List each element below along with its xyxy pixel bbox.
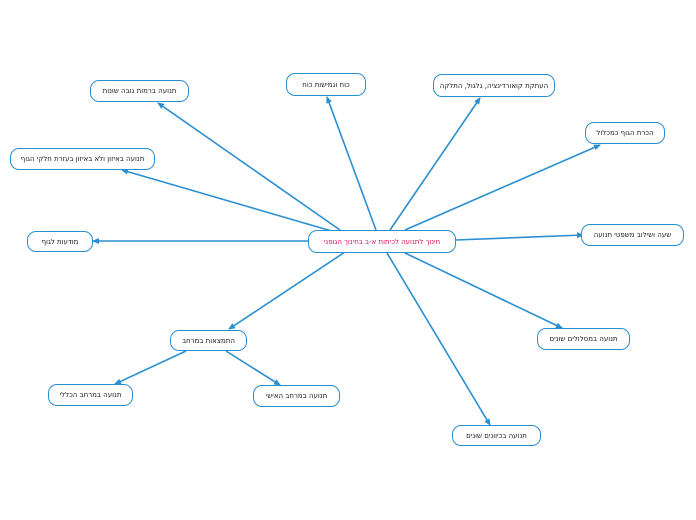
topic-directions[interactable]: תנועה בכיוונים שונים bbox=[452, 425, 541, 446]
topic-general-space[interactable]: תנועה במרחב הכללי bbox=[48, 384, 133, 406]
topic-body-awareness-2[interactable]: מודעות לגוף bbox=[27, 231, 93, 252]
topic-coordination[interactable]: העתקת קואורדינציה, גלגול, התלקה bbox=[433, 74, 555, 97]
connector-coordination bbox=[389, 97, 481, 231]
connector-directions bbox=[386, 252, 491, 426]
connector-general-space bbox=[114, 350, 187, 385]
connector-locomotion bbox=[121, 168, 336, 233]
topic-space[interactable]: התמצאות במרחב bbox=[170, 330, 247, 351]
topic-different-heights[interactable]: תנועה ברמות גובה שונות bbox=[90, 80, 189, 102]
topic-time-space[interactable]: שעה ושילוב משפטי תנועה bbox=[581, 224, 684, 246]
central-topic-node[interactable]: חינוך לתנועה לכיתות א-ב בחינוך הגופני bbox=[308, 230, 456, 253]
connector-space bbox=[228, 251, 346, 330]
topic-personal-space[interactable]: תנועה במרחב האישי bbox=[253, 385, 340, 407]
connector-time-space bbox=[455, 232, 584, 241]
connector-personal-space bbox=[225, 350, 281, 386]
connector-different-heights bbox=[157, 102, 341, 231]
topic-different-paths[interactable]: תנועה במסלולים שונים bbox=[537, 328, 630, 350]
topic-body-awareness[interactable]: הכרת הגוף כמכלול bbox=[585, 122, 665, 144]
topic-locomotion[interactable]: תנועה באיזון ולא באיזון בעזרת חלקי הגוף bbox=[10, 148, 155, 170]
connector-body-awareness bbox=[404, 144, 601, 231]
connector-different-paths bbox=[404, 252, 563, 329]
topic-strength-flexibility[interactable]: כוח וגמישות כוח bbox=[286, 73, 366, 96]
connector-strength bbox=[326, 96, 377, 231]
